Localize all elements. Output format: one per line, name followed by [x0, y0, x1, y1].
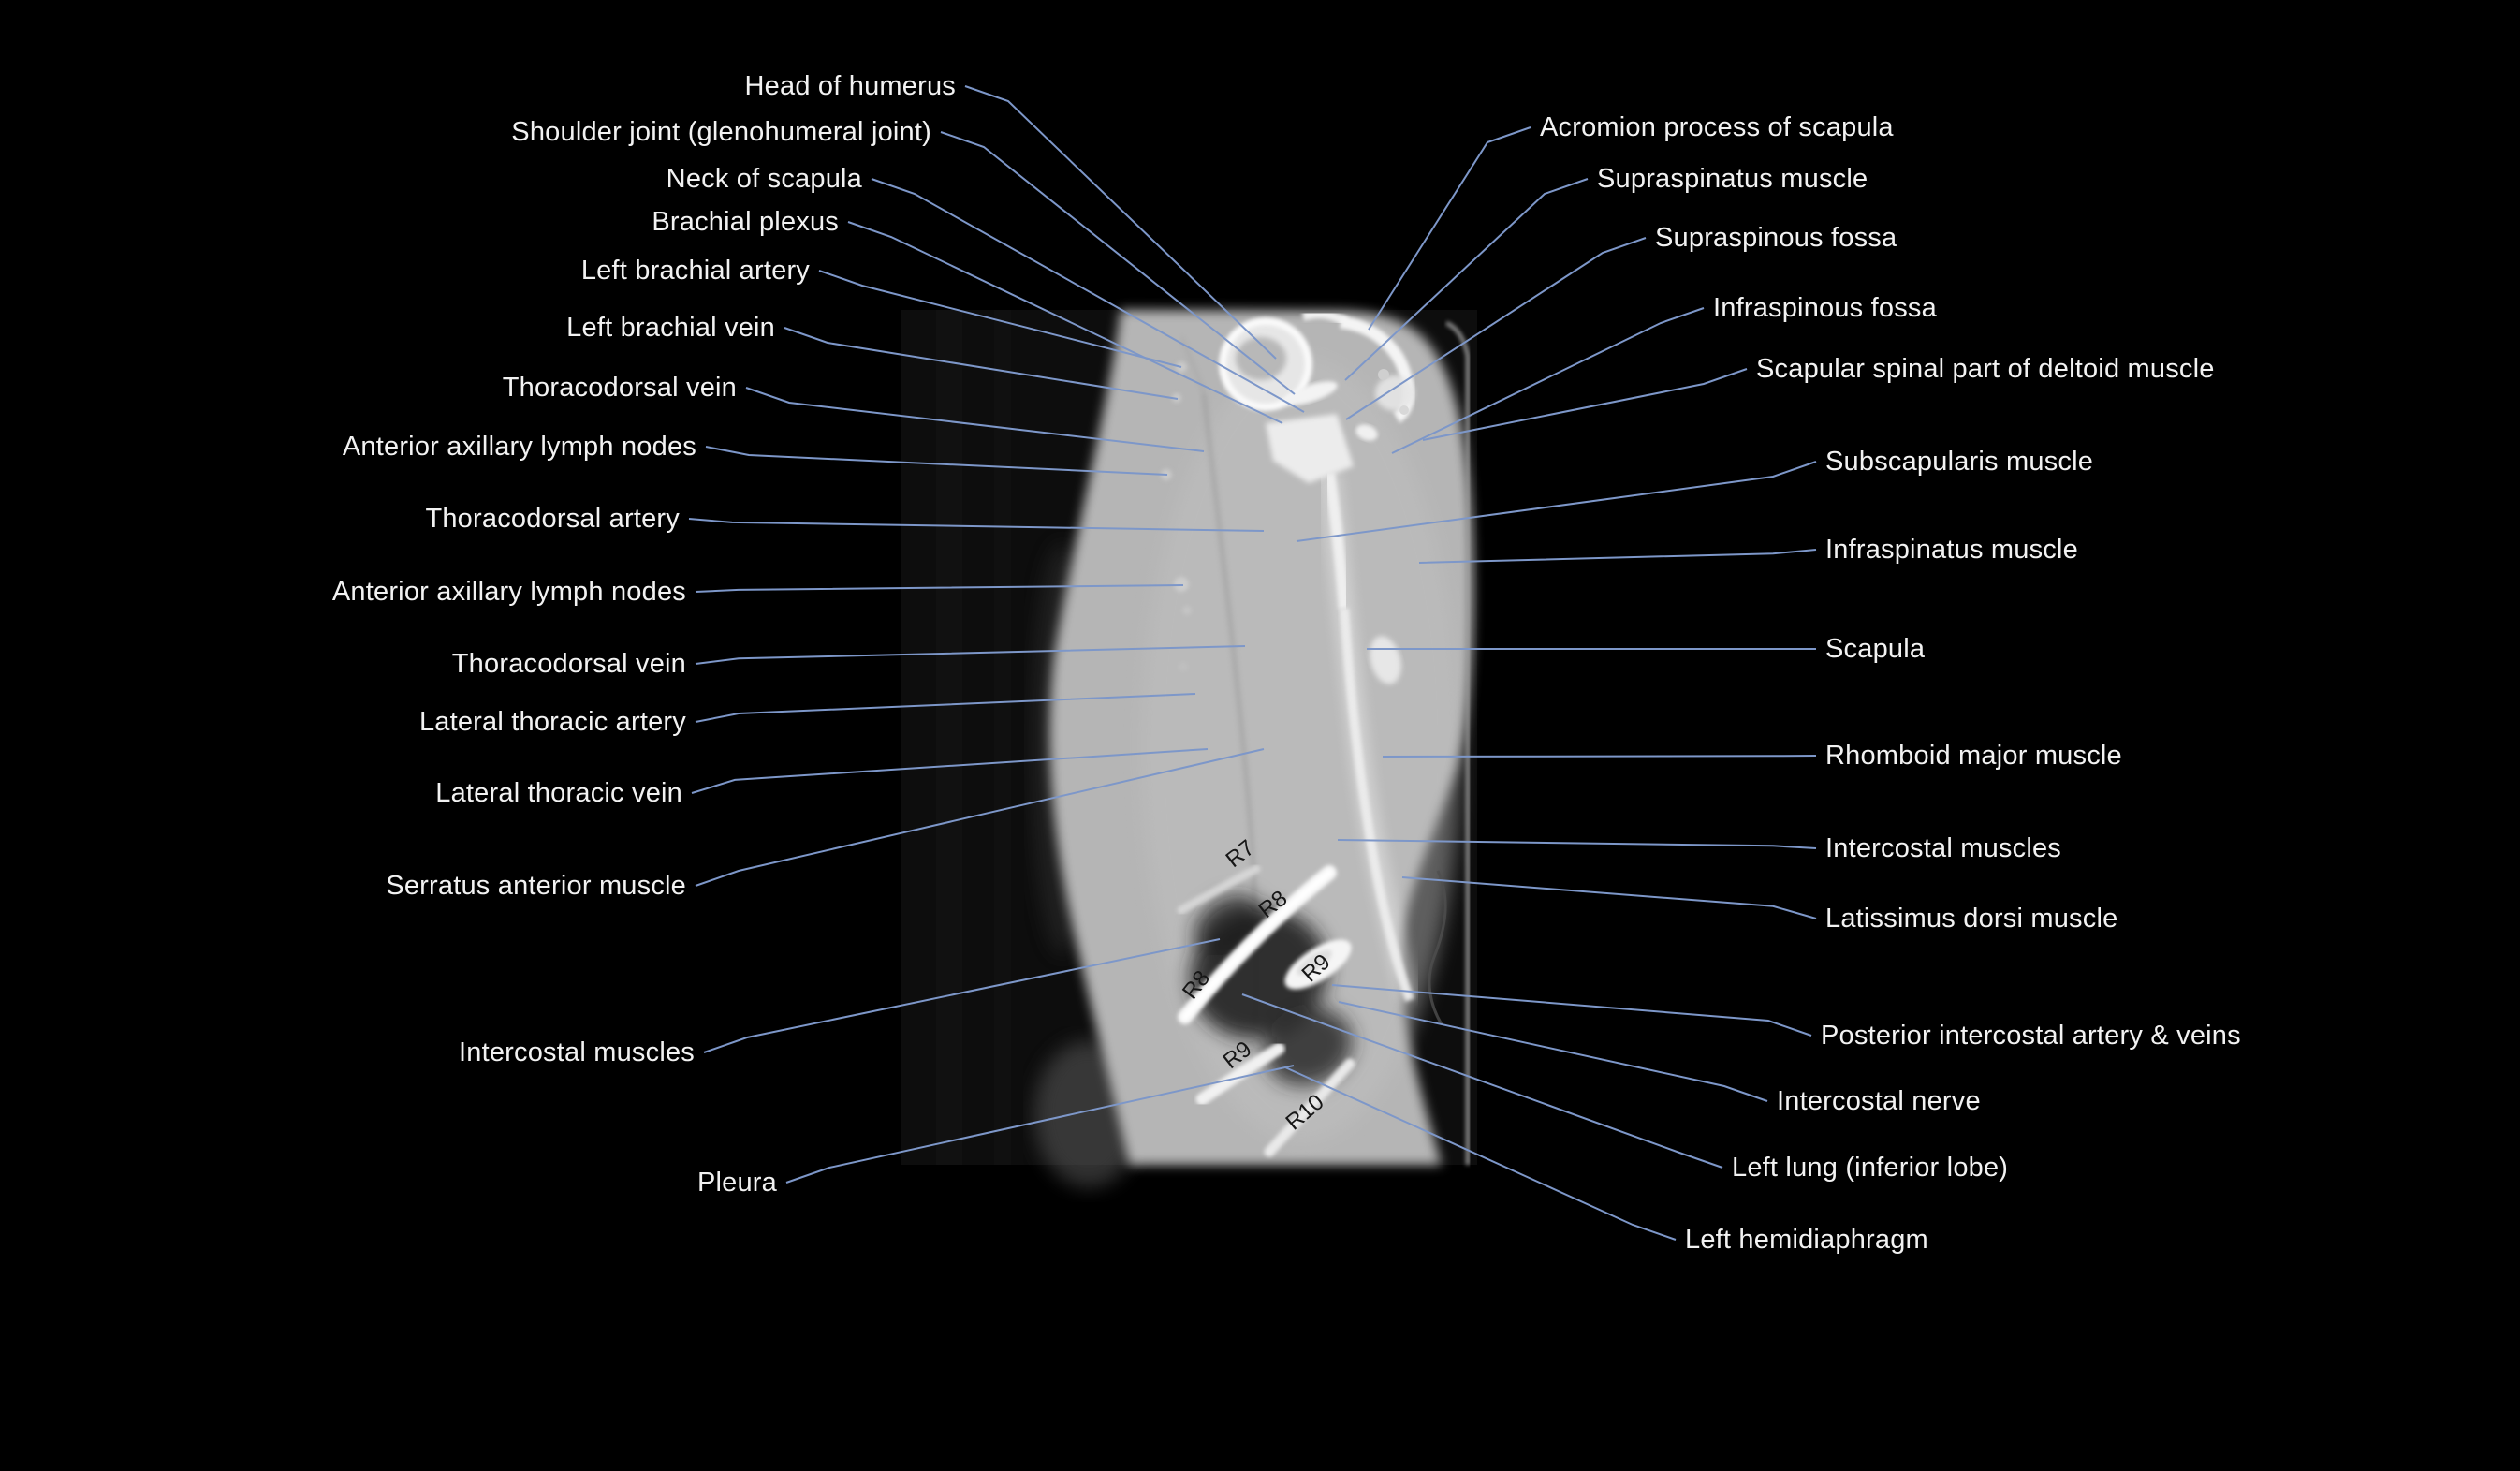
label-scapular-spinal-part-of-deltoid-muscle: Scapular spinal part of deltoid muscle: [1756, 354, 2215, 384]
leader-left-brachial-artery: [818, 270, 1182, 368]
bones: [1219, 309, 1421, 1004]
posterior-fold-artifact: [1428, 870, 1447, 1025]
leader-latissimus-dorsi-muscle: [1401, 876, 1817, 919]
label-left-hemidiaphragm: Left hemidiaphragm: [1685, 1225, 1928, 1255]
leader-intercostal-muscles: [703, 938, 1221, 1053]
leader-posterior-intercostal-artery-veins: [1331, 984, 1812, 1037]
label-thoracodorsal-vein: Thoracodorsal vein: [503, 373, 737, 403]
label-infraspinous-fossa: Infraspinous fossa: [1713, 293, 1938, 323]
leader-infraspinatus-muscle: [1418, 549, 1817, 564]
label-serratus-anterior-muscle: Serratus anterior muscle: [386, 871, 686, 901]
label-infraspinatus-muscle: Infraspinatus muscle: [1825, 535, 2078, 565]
label-latissimus-dorsi-muscle: Latissimus dorsi muscle: [1825, 904, 2117, 934]
spine-nub: [1355, 424, 1378, 441]
scapula-blade: [1340, 608, 1414, 1002]
label-rhomboid-major-muscle: Rhomboid major muscle: [1825, 741, 2122, 771]
label-neck-of-scapula: Neck of scapula: [667, 164, 863, 194]
label-supraspinous-fossa: Supraspinous fossa: [1655, 223, 1897, 253]
label-anterior-axillary-lymph-nodes: Anterior axillary lymph nodes: [332, 577, 686, 607]
bone-speck: [1399, 405, 1409, 415]
rib-r8-core: [1181, 869, 1333, 1021]
label-posterior-intercostal-artery-veins: Posterior intercostal artery & veins: [1821, 1021, 2241, 1051]
leader-lateral-thoracic-vein: [691, 748, 1209, 794]
label-supraspinatus-muscle: Supraspinatus muscle: [1597, 164, 1868, 194]
rib-r9-lower: [1195, 1042, 1285, 1106]
label-intercostal-muscles: Intercostal muscles: [1825, 833, 2061, 863]
leader-supraspinatus-muscle: [1344, 178, 1589, 381]
label-left-brachial-vein: Left brachial vein: [566, 313, 775, 343]
label-head-of-humerus: Head of humerus: [745, 71, 956, 101]
scapula-neck-stem: [1324, 472, 1350, 610]
leader-serratus-anterior-muscle: [695, 748, 1265, 887]
leader-intercostal-nerve: [1338, 1001, 1768, 1102]
leader-supraspinous-fossa: [1345, 237, 1647, 420]
leader-shoulder-joint-glenohumeral-joint: [940, 131, 1296, 395]
leader-thoracodorsal-vein: [695, 645, 1246, 665]
ct-image: [901, 309, 1477, 1187]
label-scapula: Scapula: [1825, 634, 1926, 664]
label-brachial-plexus: Brachial plexus: [652, 207, 839, 237]
leader-brachial-plexus: [847, 221, 1283, 424]
label-left-brachial-artery: Left brachial artery: [581, 256, 810, 286]
leader-pleura: [785, 1065, 1295, 1184]
label-pleura: Pleura: [697, 1168, 778, 1198]
label-lateral-thoracic-artery: Lateral thoracic artery: [419, 707, 686, 737]
label-shoulder-joint-glenohumeral-joint: Shoulder joint (glenohumeral joint): [511, 117, 931, 147]
glenoid: [1283, 381, 1338, 405]
leader-subscapularis-muscle: [1296, 461, 1817, 542]
label-subscapularis-muscle: Subscapularis muscle: [1825, 447, 2093, 477]
leader-left-lung-inferior-lobe: [1241, 993, 1723, 1169]
label-intercostal-muscles: Intercostal muscles: [459, 1037, 695, 1067]
label-acromion-process-of-scapula: Acromion process of scapula: [1540, 112, 1894, 142]
leader-head-of-humerus: [964, 85, 1277, 360]
leader-anterior-axillary-lymph-nodes: [695, 584, 1184, 593]
ct-texture-band: [936, 310, 962, 1165]
ct-texture-band: [994, 310, 1011, 1165]
fascial-line: [1179, 336, 1206, 394]
label-left-lung-inferior-lobe: Left lung (inferior lobe): [1732, 1153, 2008, 1183]
rib-r9-core: [1297, 949, 1332, 976]
label-thoracodorsal-vein: Thoracodorsal vein: [452, 649, 686, 679]
leader-infraspinous-fossa: [1391, 307, 1705, 454]
bone-speck: [1378, 369, 1389, 380]
leader-anterior-axillary-lymph-nodes: [705, 446, 1168, 476]
leader-left-hemidiaphragm: [1284, 1066, 1677, 1241]
scapula-neck-block: [1266, 414, 1354, 483]
infraspinous-bone-patch: [1375, 375, 1414, 411]
rib-r10: [1264, 1058, 1355, 1157]
label-thoracodorsal-artery: Thoracodorsal artery: [425, 504, 680, 534]
ribs: [1177, 864, 1355, 1157]
leader-scapular-spinal-part-of-deltoid-muscle: [1422, 368, 1748, 441]
rib-r7: [1177, 864, 1261, 915]
label-intercostal-nerve: Intercostal nerve: [1777, 1086, 1981, 1116]
leader-acromion-process-of-scapula: [1368, 126, 1531, 331]
leader-lines-layer: [688, 85, 1817, 1241]
leader-thoracodorsal-artery: [688, 518, 1265, 532]
posterior-skin-line: [1444, 320, 1471, 1165]
label-lateral-thoracic-vein: Lateral thoracic vein: [435, 778, 682, 808]
label-anterior-axillary-lymph-nodes: Anterior axillary lymph nodes: [343, 432, 696, 462]
leader-rhomboid-major-muscle: [1382, 755, 1817, 758]
leader-left-brachial-vein: [784, 327, 1179, 400]
leader-neck-of-scapula: [871, 178, 1305, 413]
leader-intercostal-muscles: [1337, 839, 1817, 849]
leader-thoracodorsal-vein: [745, 387, 1205, 452]
leader-lateral-thoracic-artery: [695, 693, 1196, 723]
humeral-head-center: [1236, 337, 1286, 380]
